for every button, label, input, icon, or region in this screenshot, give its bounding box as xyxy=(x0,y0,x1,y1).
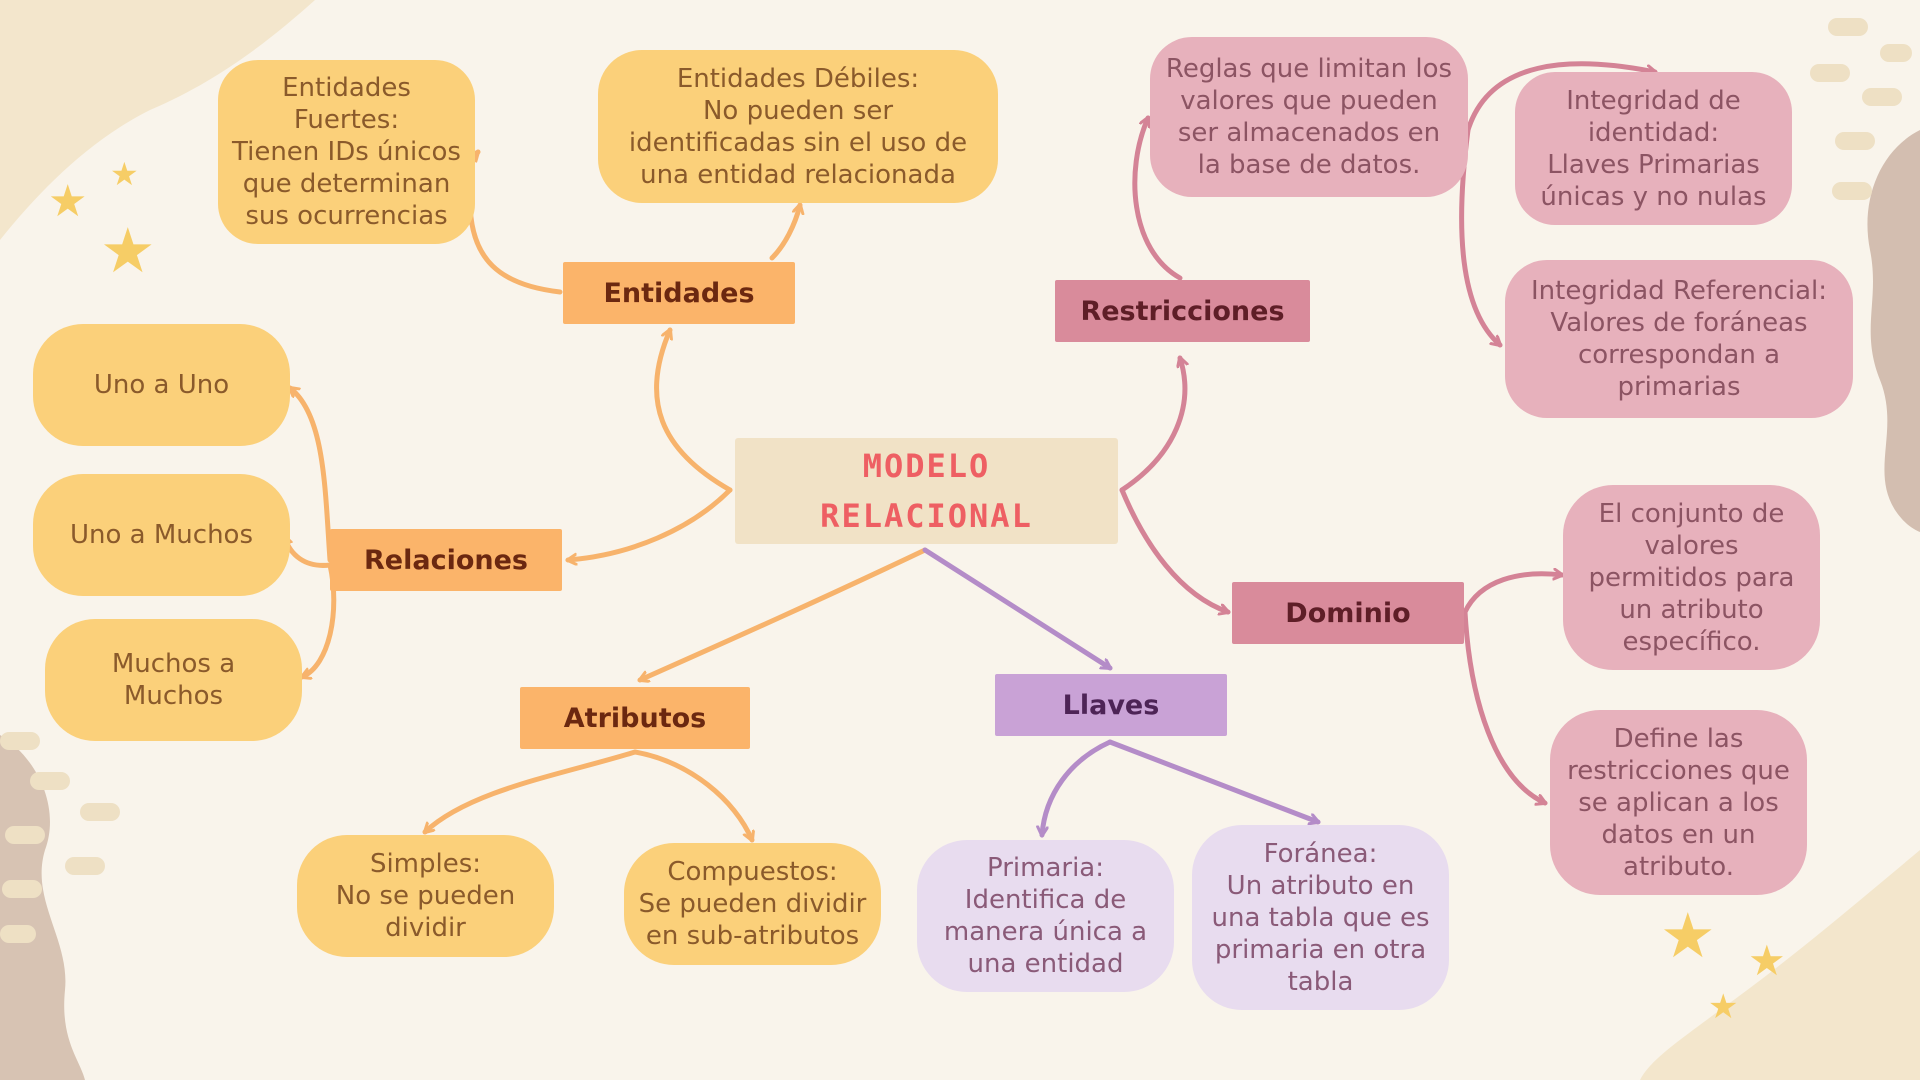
top-right-dashes xyxy=(1810,18,1912,200)
leaf-reglas: Reglas que limitan los valores que puede… xyxy=(1150,37,1468,197)
topic-restricciones: Restricciones xyxy=(1055,280,1310,342)
arrow-relaciones-muchos xyxy=(299,562,337,677)
arrow-center-restricciones xyxy=(1119,355,1185,493)
arrow-entidades-debiles xyxy=(769,202,800,261)
top-left-blob xyxy=(0,0,315,240)
leaf-muchos-a-muchos: Muchos a Muchos xyxy=(45,619,302,741)
arrow-center-atributos xyxy=(637,547,928,680)
arrow-dominio-define xyxy=(1462,609,1548,803)
arrow-center-entidades xyxy=(654,327,733,493)
arrow-center-dominio xyxy=(1119,487,1231,612)
star-icon: ★ xyxy=(100,214,156,287)
arrow-reglas-identidad xyxy=(1465,61,1658,133)
bottom-left-blob xyxy=(0,735,85,1080)
leaf-entidades-debiles: Entidades Débiles: No pueden ser identif… xyxy=(598,50,998,203)
arrow-restricciones-reglas xyxy=(1132,115,1183,281)
leaf-dominio-define: Define las restricciones que se aplican … xyxy=(1550,710,1807,895)
topic-llaves: Llaves xyxy=(995,674,1227,736)
central-title-line2: RELACIONAL xyxy=(820,497,1033,535)
leaf-integridad-referencial: Integridad Referencial: Valores de forán… xyxy=(1505,260,1853,418)
star-icon: ★ xyxy=(48,176,88,227)
leaf-dominio-conjunto: El conjunto de valores permitidos para u… xyxy=(1563,485,1820,670)
central-title-line1: MODELO xyxy=(862,447,991,485)
arrow-atributos-compuestos xyxy=(632,749,752,843)
bottom-right-blob xyxy=(1640,850,1920,1080)
star-icon: ★ xyxy=(110,155,139,193)
arrow-center-llaves xyxy=(922,547,1113,671)
topic-relaciones: Relaciones xyxy=(330,529,562,591)
leaf-compuestos: Compuestos: Se pueden dividir en sub-atr… xyxy=(624,843,881,965)
leaf-entidades-fuertes: Entidades Fuertes: Tienen IDs únicos que… xyxy=(218,60,475,244)
arrow-entidades-fuertes xyxy=(470,149,563,295)
leaf-integridad-identidad: Integridad de identidad: Llaves Primaria… xyxy=(1515,72,1792,225)
arrow-llaves-primaria xyxy=(1042,739,1113,838)
right-blob xyxy=(1867,130,1920,532)
bottom-left-dashes xyxy=(0,732,120,943)
arrow-dominio-conjunto xyxy=(1462,574,1565,615)
topic-atributos: Atributos xyxy=(520,687,750,749)
leaf-llave-foranea: Foránea: Un atributo en una tabla que es… xyxy=(1192,825,1449,1010)
star-icon: ★ xyxy=(1748,936,1786,985)
leaf-uno-a-muchos: Uno a Muchos xyxy=(33,474,290,596)
leaf-simples: Simples: No se pueden dividir xyxy=(297,835,554,957)
arrow-center-relaciones xyxy=(565,487,733,560)
leaf-llave-primaria: Primaria: Identifica de manera única a u… xyxy=(917,840,1174,992)
arrow-relaciones-uno-muchos xyxy=(284,533,333,568)
arrow-relaciones-uno-uno xyxy=(287,385,333,563)
topic-entidades: Entidades xyxy=(563,262,795,324)
star-icon: ★ xyxy=(1660,899,1716,972)
arrow-llaves-foranea xyxy=(1107,739,1321,822)
leaf-uno-a-uno: Uno a Uno xyxy=(33,324,290,446)
arrow-atributos-simples xyxy=(422,749,638,835)
central-topic: MODELO RELACIONAL xyxy=(735,438,1118,544)
topic-dominio: Dominio xyxy=(1232,582,1464,644)
star-icon: ★ xyxy=(1708,987,1739,1027)
